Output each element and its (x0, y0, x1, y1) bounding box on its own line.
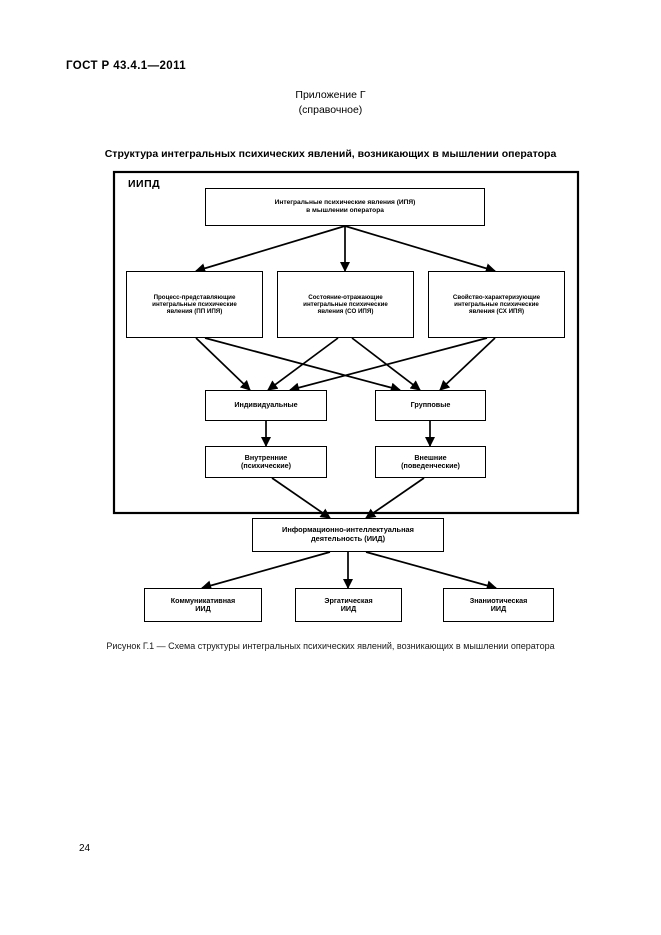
node-group: Групповые (375, 390, 486, 421)
node-pp-ipya-line-1: Процесс-представляющие (153, 293, 236, 301)
node-inner-line-1: Внутренние (244, 452, 288, 462)
node-ergatic-iid-line-2: ИИД (340, 604, 357, 613)
node-znaniotic-iid: Знаниотическая ИИД (443, 588, 554, 622)
diagram-connectors (112, 170, 580, 591)
node-iid: Информационно-интеллектуальная деятельно… (252, 518, 444, 552)
node-individual: Индивидуальные (205, 390, 327, 421)
node-inner: Внутренние (психические) (205, 446, 327, 478)
annex-subtitle: (справочное) (298, 104, 363, 116)
node-pp-ipya-line-2: интегральные психические (152, 300, 237, 308)
figure-caption: Рисунок Г.1 — Схема структуры интегральн… (106, 641, 555, 651)
annex-title: Приложение Г (295, 89, 366, 101)
node-znaniotic-iid-line-2: ИИД (490, 604, 507, 613)
node-so-ipya: Состояние-отражающие интегральные психич… (277, 271, 414, 338)
node-sx-ipya-line-2: интегральные психические (454, 300, 539, 308)
node-communicative-iid-line-1: Коммуникативная (170, 595, 236, 605)
node-ipya: Интегральные психические явления (ИПЯ) в… (205, 188, 485, 226)
node-so-ipya-line-3: явления (СО ИПЯ) (317, 308, 374, 316)
node-communicative-iid: Коммуникативная ИИД (144, 588, 262, 622)
node-pp-ipya-line-3: явления (ПП ИПЯ) (166, 308, 223, 316)
node-znaniotic-iid-line-1: Знаниотическая (469, 595, 528, 605)
node-iid-line-2: деятельность (ИИД) (310, 534, 386, 543)
node-communicative-iid-line-2: ИИД (195, 604, 211, 613)
node-ergatic-iid: Эргатическая ИИД (295, 588, 402, 622)
node-inner-line-2: (психические) (240, 461, 292, 470)
node-outer: Внешние (поведенческие) (375, 446, 486, 478)
node-pp-ipya: Процесс-представляющие интегральные псих… (126, 271, 263, 338)
figure-diagram: ИИПД Интегральные психические явления (И… (0, 168, 661, 638)
node-sx-ipya-line-1: Свойство-характеризующие (452, 293, 541, 301)
node-sx-ipya: Свойство-характеризующие интегральные пс… (428, 271, 565, 338)
standard-header: ГОСТ Р 43.4.1—2011 (66, 60, 187, 72)
node-individual-label: Индивидуальные (234, 400, 298, 410)
annex-heading: Приложение Г (справочное) (0, 88, 661, 118)
node-so-ipya-line-2: интегральные психические (303, 300, 388, 308)
node-group-label: Групповые (410, 400, 451, 410)
iipd-container-label: ИИПД (128, 178, 161, 190)
node-ipya-line-2: в мышлении оператора (306, 207, 384, 214)
page-title: Структура интегральных психических явлен… (104, 148, 557, 160)
node-ergatic-iid-line-1: Эргатическая (324, 595, 373, 605)
node-outer-line-2: (поведенческие) (401, 461, 460, 470)
node-iid-line-1: Информационно-интеллектуальная (282, 525, 414, 535)
node-sx-ipya-line-3: явления (СХ ИПЯ) (468, 308, 525, 316)
node-so-ipya-line-1: Состояние-отражающие (308, 293, 383, 301)
page-number: 24 (79, 843, 91, 854)
iipd-container-border (112, 170, 580, 515)
node-ipya-line-1: Интегральные психические явления (ИПЯ) (274, 199, 416, 207)
node-outer-line-1: Внешние (414, 452, 447, 462)
